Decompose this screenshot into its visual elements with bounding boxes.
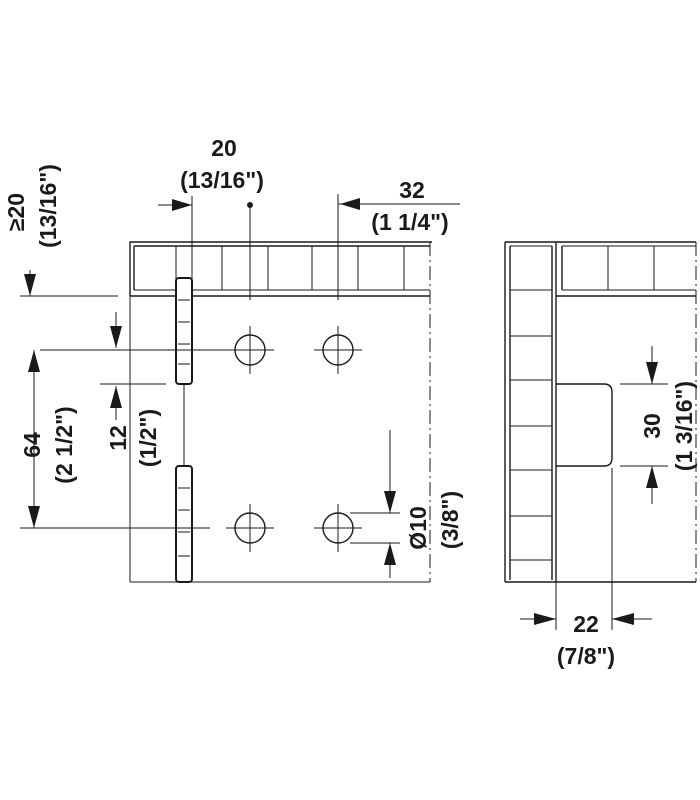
front-view [129, 241, 432, 583]
dim-knuckle-gap: 12 (1/2") [100, 312, 166, 467]
screw-hole-bottom-right [314, 504, 362, 552]
dim-top-gap: ≥20 (13/16") [3, 164, 118, 297]
hole-diameter-imperial: (3/8") [437, 491, 463, 549]
hole-spacing-y-metric: 64 [19, 432, 45, 458]
side-top-rail [556, 241, 696, 297]
hole-offset-x-metric: 20 [211, 135, 237, 161]
dim-recess-height: 30 (1 3/16") [620, 346, 697, 504]
dim-hole-offset-x: 20 (13/16") [158, 135, 264, 300]
screw-hole-top-right [314, 326, 362, 374]
recess-height-imperial: (1 3/16") [671, 381, 697, 471]
hole-spacing-x-imperial: (1 1/4") [371, 209, 448, 235]
upper-hinge-knuckle [175, 277, 193, 385]
side-offset-metric: 22 [573, 611, 599, 637]
hole-offset-x-imperial: (13/16") [180, 167, 264, 193]
lower-hinge-knuckle [175, 465, 193, 583]
dim-hole-spacing-x: 32 (1 1/4") [337, 177, 460, 300]
screw-hole-bottom-left [226, 504, 274, 552]
knuckle-gap-imperial: (1/2") [135, 409, 161, 467]
side-offset-imperial: (7/8") [557, 643, 615, 669]
hole-diameter-metric: Ø10 [405, 506, 431, 549]
side-rail [504, 241, 557, 583]
knuckle-gap-metric: 12 [105, 425, 131, 451]
side-view [504, 241, 697, 583]
top-gap-metric: ≥20 [3, 193, 29, 231]
hinge-recess [556, 383, 613, 467]
hole-spacing-y-imperial: (2 1/2") [51, 406, 77, 483]
dim-hole-spacing-y: 64 (2 1/2") [19, 349, 240, 529]
dim-side-offset: 22 (7/8") [520, 468, 652, 669]
hole-spacing-x-metric: 32 [399, 177, 425, 203]
top-gap-imperial: (13/16") [35, 164, 61, 248]
recess-height-metric: 30 [639, 413, 665, 439]
dim-hole-diameter: Ø10 (3/8") [350, 430, 463, 578]
